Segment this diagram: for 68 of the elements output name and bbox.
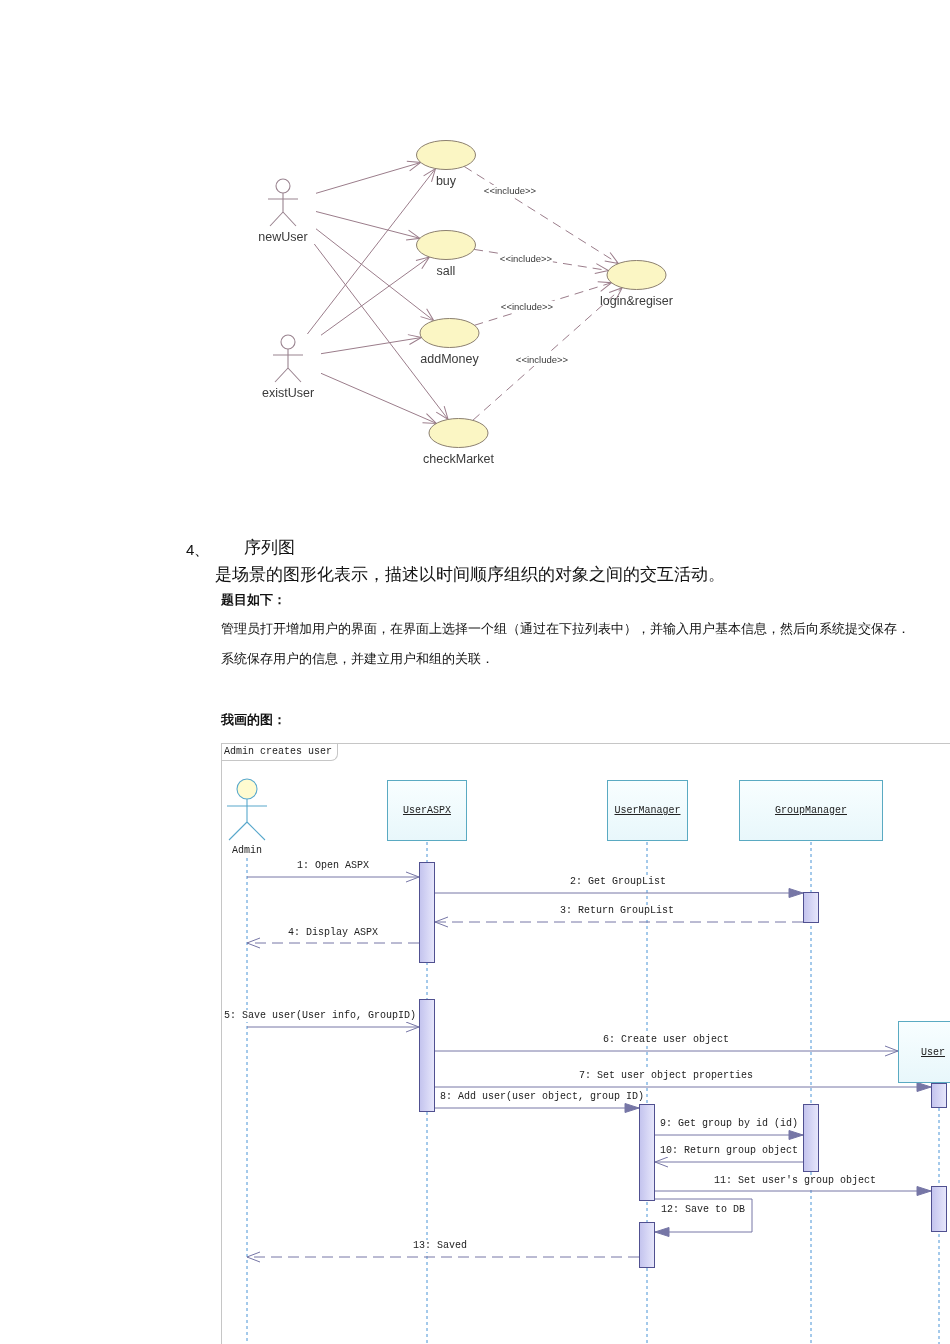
edge-label: 1: Open ASPX (296, 860, 370, 872)
activation-bar (419, 999, 435, 1112)
arrow (654, 1156, 804, 1168)
dashed-arrow (472, 287, 623, 421)
actor-name: Admin (231, 844, 263, 858)
edge-label: <<include>> (514, 354, 570, 366)
arrow (434, 1082, 932, 1092)
use-case-name: login&regiser (599, 294, 674, 308)
object-box: UserManager (607, 780, 688, 841)
object-box: User (898, 1021, 950, 1083)
edge-label: <<include>> (498, 253, 554, 265)
edge-label: 7: Set user object properties (578, 1070, 754, 1082)
use-case-name: sall (435, 264, 457, 278)
activation-bar (931, 1083, 947, 1108)
dashed-arrow (463, 165, 619, 265)
dashed-arrow (246, 1251, 640, 1263)
object-box: UserASPX (387, 780, 467, 841)
edge-label: 8: Add user(user object, group ID) (439, 1091, 645, 1103)
arrow (320, 372, 437, 424)
edge-label: 6: Create user object (602, 1034, 730, 1046)
arrow (434, 888, 804, 898)
activation-bar (803, 1104, 819, 1172)
edge-label: <<include>> (482, 185, 538, 197)
edge-label: 11: Set user's group object (713, 1175, 877, 1187)
edge-label: 9: Get group by id (id) (659, 1118, 799, 1130)
activation-bar (803, 892, 819, 923)
arrow (313, 243, 449, 420)
paragraph: 是场景的图形化表示，描述以时间顺序组织的对象之间的交互活动。 (215, 565, 725, 586)
arrow (315, 211, 421, 241)
section-heading: 序列图 (244, 538, 295, 559)
arrow (654, 1130, 804, 1140)
frame-tab: Admin creates user (222, 744, 339, 761)
arrow (320, 334, 422, 355)
paragraph: 管理员打开增加用户的界面，在界面上选择一个组（通过在下拉列表中），并输入用户基本信息，然后向系统提交保存． (221, 622, 910, 638)
actor-name: newUser (257, 230, 309, 244)
arrow (315, 160, 422, 194)
dashed-arrow (246, 937, 420, 949)
use-case-name: checkMarket (422, 452, 495, 466)
arrow (434, 1103, 640, 1113)
use-case-name: addMoney (419, 352, 480, 366)
arrow (306, 168, 436, 335)
arrow (246, 1021, 420, 1033)
frame (221, 743, 950, 1344)
arrow (246, 871, 420, 883)
edge-label: 5: Save user(User info, GroupID) (223, 1010, 417, 1022)
edge-label: <<include>> (499, 301, 555, 313)
loop-arrow (654, 1198, 753, 1237)
dashed-arrow (434, 916, 804, 928)
paragraph: 系统保存用户的信息，并建立用户和组的关联． (221, 652, 494, 668)
activation-bar (419, 862, 435, 963)
edge-label: 10: Return group object (659, 1145, 799, 1157)
actor-name: existUser (260, 386, 316, 400)
arrow (320, 256, 430, 336)
subheading: 题目如下： (221, 593, 286, 608)
section-number: 4、 (186, 541, 210, 559)
subheading: 我画的图： (221, 713, 286, 728)
arrow (315, 228, 435, 322)
edge-label: 2: Get GroupList (569, 876, 667, 888)
edge-label: 4: Display ASPX (287, 927, 379, 939)
activation-bar (639, 1222, 655, 1268)
edge-label: 3: Return GroupList (559, 905, 675, 917)
arrow (434, 1045, 899, 1057)
activation-bar (639, 1104, 655, 1201)
use-case-name: buy (434, 174, 458, 188)
activation-bar (931, 1186, 947, 1232)
edge-label: 13: Saved (412, 1240, 468, 1252)
object-box: GroupManager (739, 780, 883, 841)
arrow (654, 1186, 932, 1196)
